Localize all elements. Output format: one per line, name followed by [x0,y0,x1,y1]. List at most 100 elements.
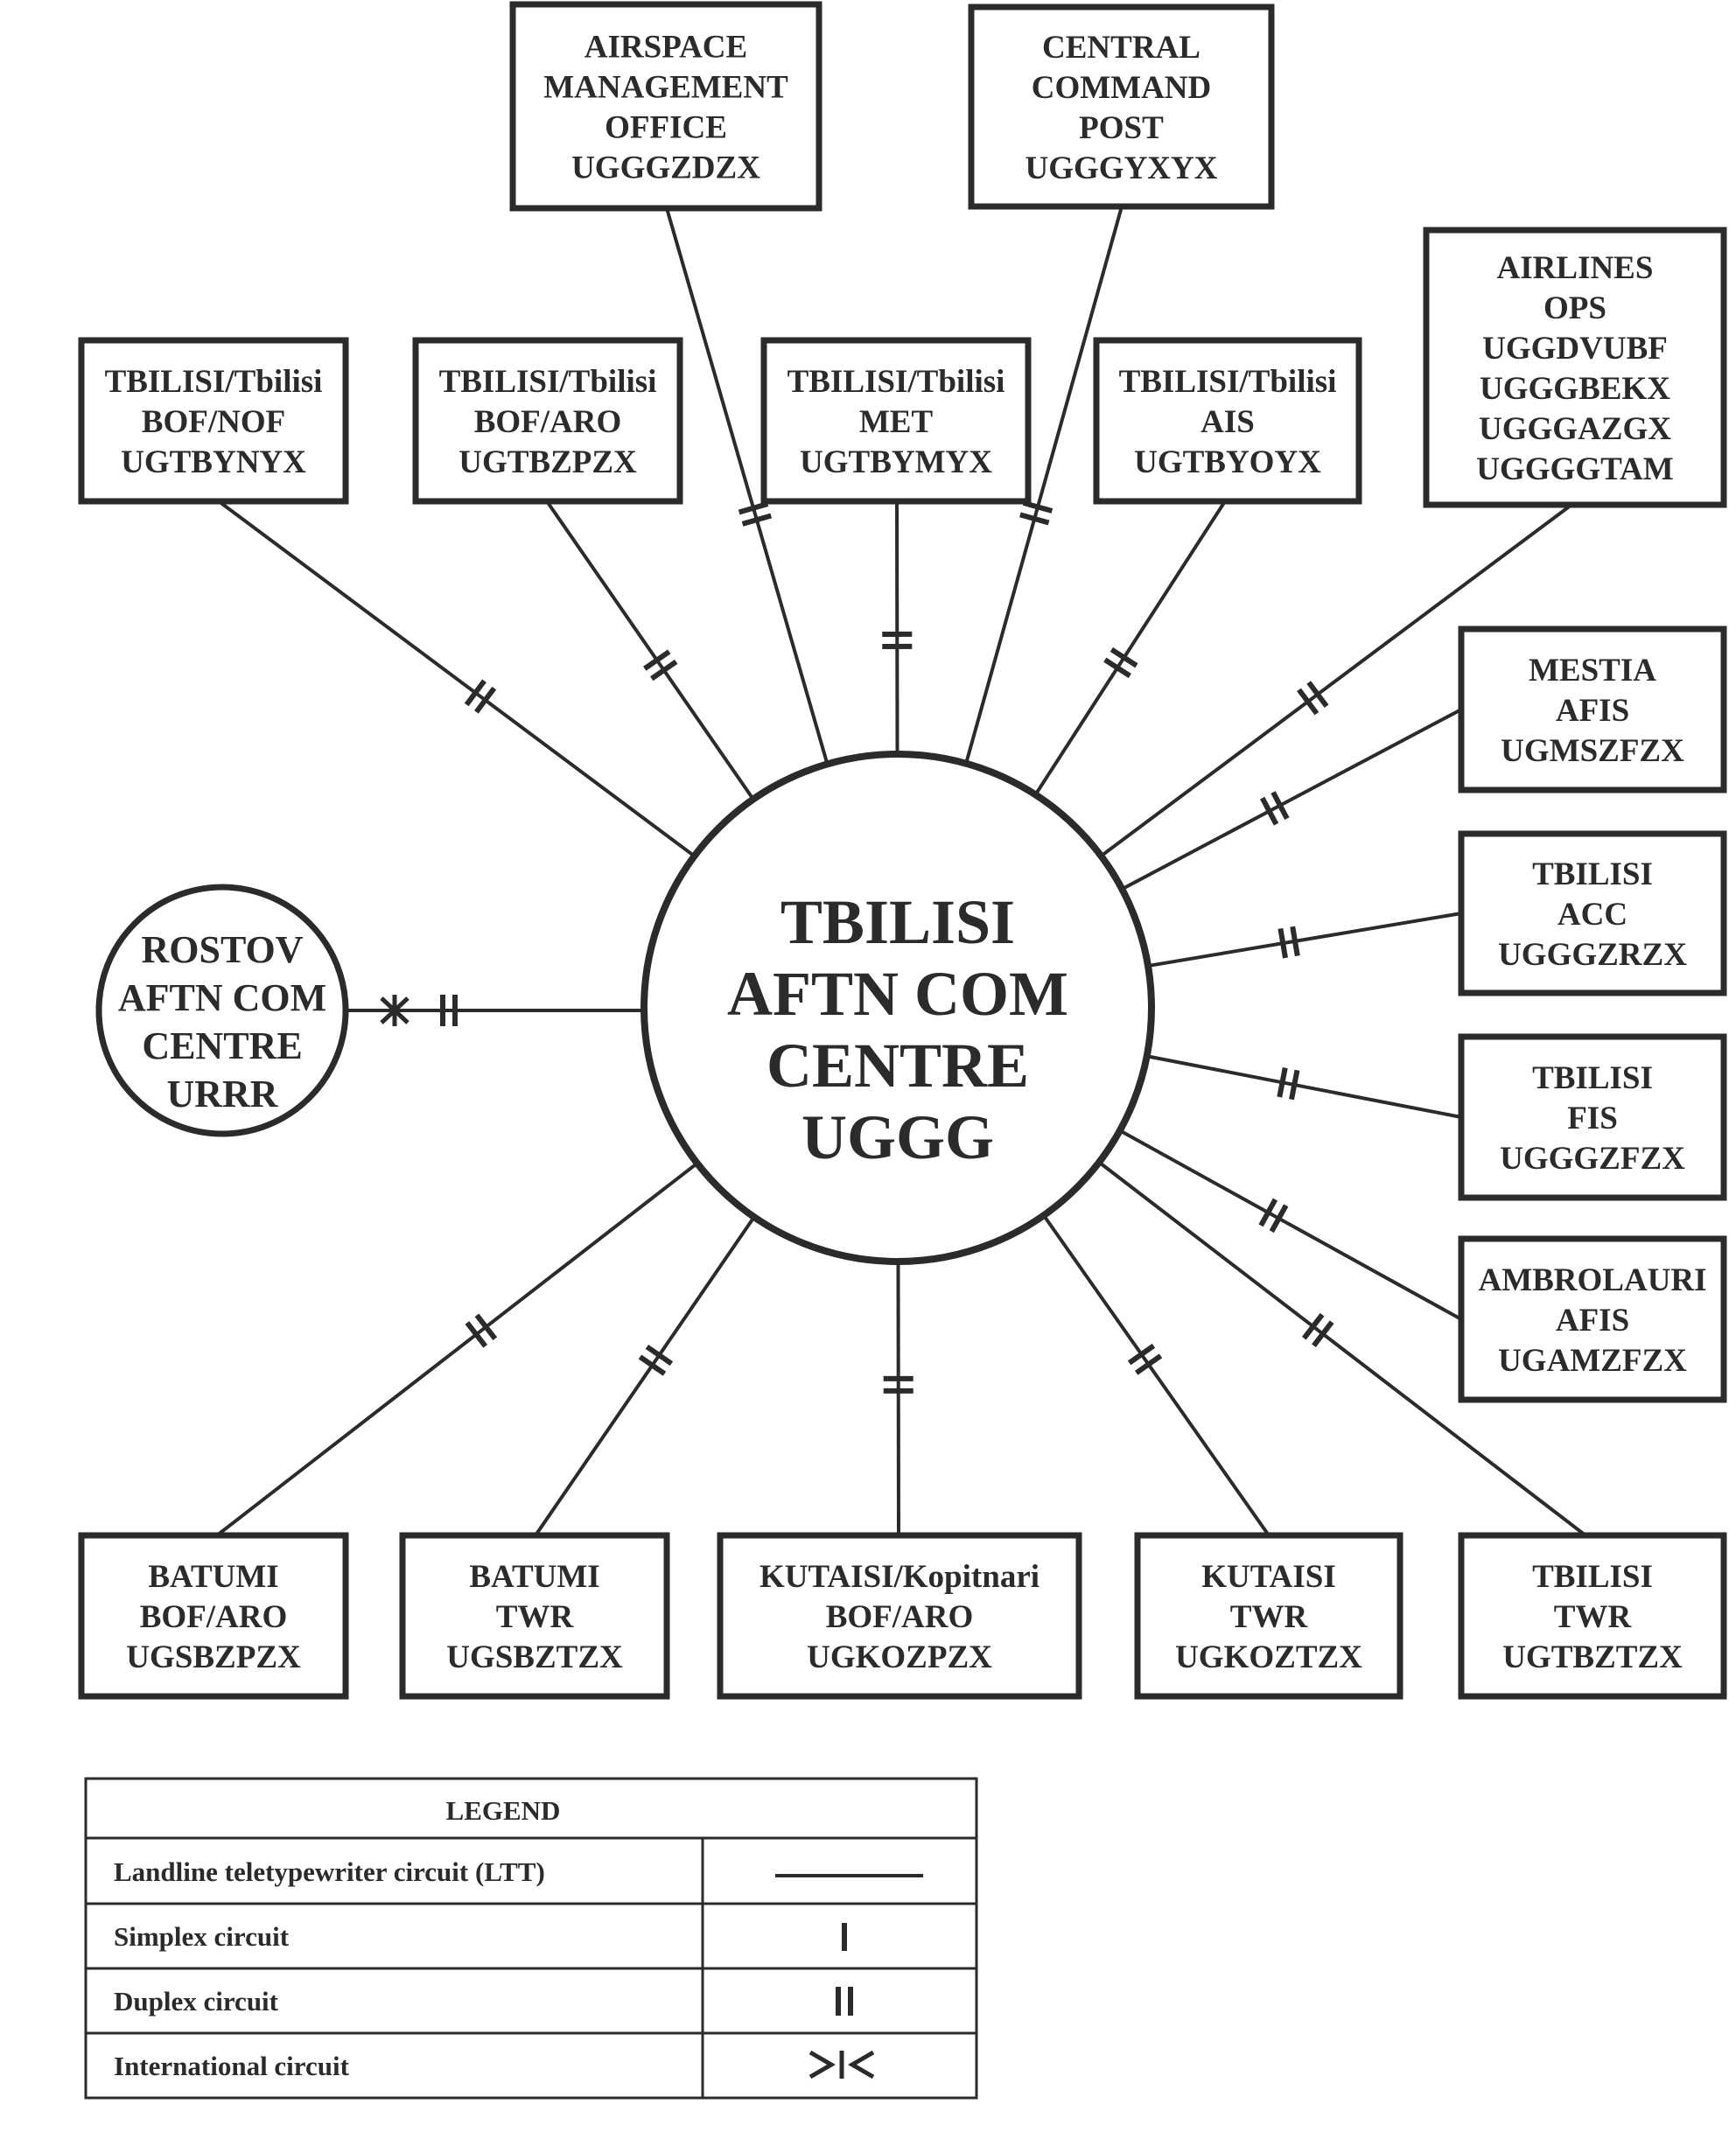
link-ambrolauri-afis [1118,1129,1462,1321]
station-label-line: AFIS [1556,1303,1629,1339]
station-label-line: UGTBYMYX [800,444,992,480]
station-label-line: OPS [1544,290,1606,326]
station-box [1458,1033,1727,1201]
station-ambrolauri-afis: AMBROLAURI AFIS UGAMZFZX [1458,1235,1727,1403]
station-label-line: UGKOZPZX [807,1639,992,1675]
station-label-line: KUTAISI/Kopitnari [760,1559,1040,1595]
station-label-line: TBILISI/Tbilisi [439,364,657,400]
station-label-line: UGTBYNYX [121,444,306,480]
legend-label-international: International circuit [114,2051,350,2081]
legend-label-simplex: Simplex circuit [114,1921,290,1952]
station-label-line: UGSBZPZX [126,1639,301,1675]
station-label-line: UGGGYXYX [1026,150,1218,186]
center-line-4: UGGG [802,1102,994,1172]
link-batumi-bof-aro [215,1162,699,1537]
center-circle [640,751,1155,1265]
legend-label-duplex: Duplex circuit [114,1986,279,2017]
station-label-line: BOF/ARO [826,1599,974,1635]
center-line-1: TBILISI [780,887,1015,957]
station-label-line: MESTIA [1529,653,1656,689]
station-label-line: CENTRAL [1042,30,1200,66]
duplex-marker-kutaisi-bof-aro [883,1375,914,1394]
station-label-line: UGGGBEKX [1480,371,1670,407]
station-label-line: UGAMZFZX [1498,1343,1687,1379]
link-mestia-afis [1121,708,1462,891]
link-airspace-management-office [665,207,830,765]
station-label-line: POST [1079,110,1164,146]
station-box [968,3,1275,210]
duplex-marker-tbilisi-acc [1278,926,1300,959]
link-rostov-international [346,995,644,1026]
station-label-line: TBILISI/Tbilisi [105,364,323,400]
station-label-line: UGGDVUBF [1482,331,1668,367]
link-tbilisi-acc [1147,912,1462,968]
center-line-2: AFTN COM [727,959,1068,1029]
link-tbilisi-twr [1097,1160,1587,1537]
station-nodes: AIRSPACEMANAGEMENTOFFICEUGGGZDZXCENTRALC… [78,1,1727,1700]
rostov-circle [95,884,349,1137]
station-label-line: BATUMI [148,1559,278,1595]
station-label-line: UGGGGTAM [1476,451,1673,487]
station-label-line: UGGGAZGX [1479,411,1671,447]
station-label-line: UGMSZFZX [1501,733,1684,769]
link-central-command-post [964,206,1124,765]
legend-symbol-international [808,2050,875,2080]
station-label-line: ACC [1558,897,1628,933]
duplex-marker-batumi-twr [638,1344,674,1376]
station-mestia-afis: MESTIA AFIS UGMSZFZX [1458,626,1727,793]
rostov-line-1: ROSTOV [141,928,303,971]
station-label-line: COMMAND [1032,70,1212,106]
station-label-line: BOF/NOF [142,404,285,440]
rostov-aftn-com-centre: ROSTOV AFTN COM CENTRE URRR [95,884,349,1137]
duplex-marker-batumi-bof-aro [465,1313,498,1348]
tbilisi-aftn-com-centre: TBILISI AFTN COM CENTRE UGGG [640,751,1155,1265]
station-box [412,337,683,505]
station-label-line: UGGGZDZX [571,150,760,186]
duplex-marker-tbilisi-met [882,631,913,649]
legend-symbol-duplex [836,1987,853,2016]
station-box [717,1532,1082,1700]
link-kutaisi-twr [1042,1214,1270,1537]
legend-frame [84,1777,978,2100]
station-label-line: MANAGEMENT [543,70,788,106]
station-label-line: FIS [1567,1101,1618,1136]
station-label-line: AIS [1200,404,1255,440]
station-label-line: AFIS [1556,693,1629,729]
station-box [78,1532,349,1700]
station-label-line: UGTBZPZX [458,444,637,480]
station-label-line: AMBROLAURI [1478,1262,1706,1298]
link-batumi-twr [534,1215,756,1537]
station-label-line: BATUMI [469,1559,599,1595]
station-label-line: UGTBYOYX [1134,444,1321,480]
station-label-line: UGGGZRZX [1498,937,1687,973]
station-box [1134,1532,1404,1700]
station-label-line: KUTAISI [1201,1559,1336,1595]
rostov-line-3: CENTRE [142,1024,302,1067]
station-box [1458,1235,1727,1403]
duplex-marker-tbilisi-ais [1103,647,1138,679]
station-box [1458,830,1727,996]
station-box [1458,626,1727,793]
station-label-line: OFFICE [605,110,727,146]
duplex-marker-tbilisi-bof-nof [464,679,497,714]
link-tbilisi-fis [1146,1054,1462,1119]
link-tbilisi-bof-aro [545,500,755,800]
link-kutaisi-bof-aro [896,1261,900,1536]
station-label-line: BOF/ARO [474,404,622,440]
station-label-line: UGSBZTZX [446,1639,623,1675]
duplex-marker-tbilisi-bof-aro [643,649,678,682]
station-box [78,337,349,505]
station-label-line: MET [859,404,934,440]
station-label-line: TWR [1230,1599,1309,1635]
